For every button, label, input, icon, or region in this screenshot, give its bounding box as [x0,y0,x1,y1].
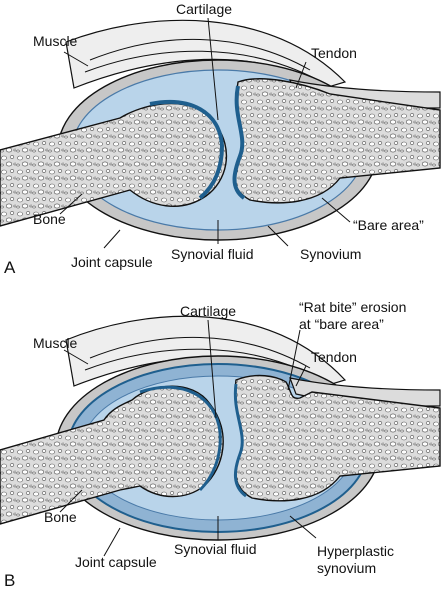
panel-b: Cartilage “Rat bite” erosion at “bare ar… [0,299,441,590]
label-synovium-a: Synovium [300,246,361,262]
label-bone-b: Bone [44,509,77,525]
label-joint-capsule-b: Joint capsule [75,554,157,570]
label-muscle-a: Muscle [33,33,78,49]
label-synovial-fluid-b: Synovial fluid [174,541,257,557]
label-erosion-line1-b: “Rat bite” erosion [299,299,406,315]
label-tendon-b: Tendon [311,349,357,365]
label-bone-a: Bone [33,211,66,227]
muscle-b [65,315,347,387]
label-synovium-line1-b: Hyperplastic [317,543,394,559]
label-bare-area-a: “Bare area” [353,217,424,233]
label-muscle-b: Muscle [33,335,78,351]
panel-letter-a: A [4,258,16,277]
panel-a: Cartilage Muscle Tendon “Bare area” Bone… [0,1,441,277]
label-erosion-line2-b: at “bare area” [299,316,384,332]
label-synovium-line2-b: synovium [317,560,376,576]
muscle-a [65,19,347,89]
label-tendon-a: Tendon [311,45,357,61]
label-synovial-fluid-a: Synovial fluid [171,246,254,262]
panel-letter-b: B [4,571,15,590]
label-cartilage-b: Cartilage [180,303,236,319]
label-joint-capsule-a: Joint capsule [71,254,153,270]
label-cartilage-a: Cartilage [176,1,232,17]
